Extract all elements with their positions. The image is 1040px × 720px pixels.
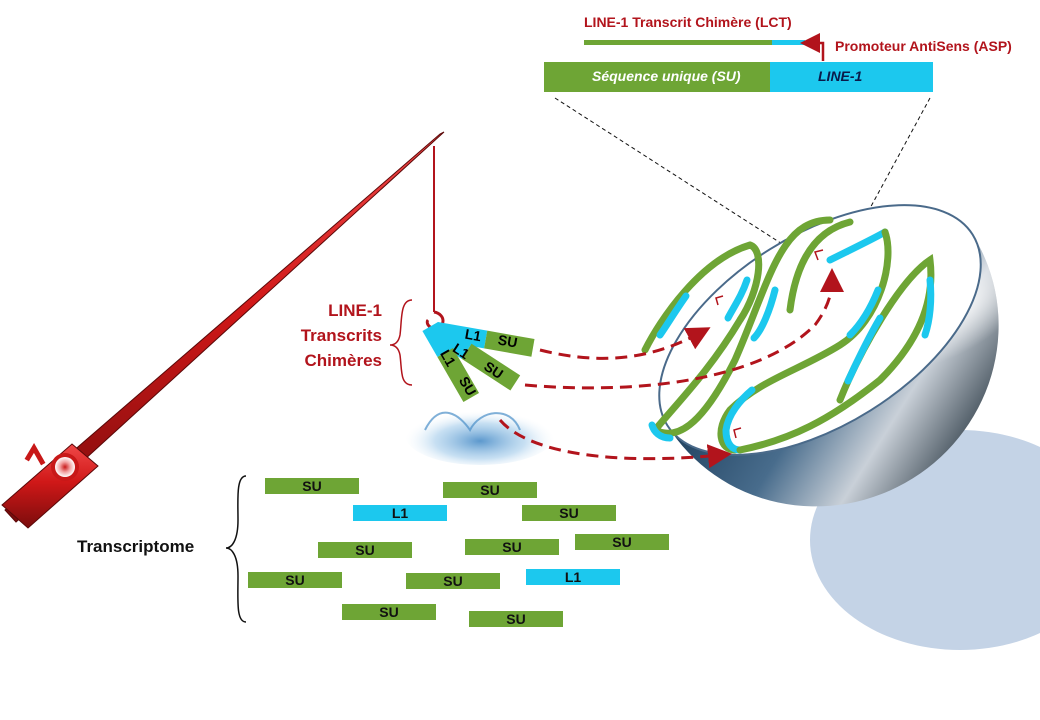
transcriptome-label: Transcriptome: [77, 537, 195, 556]
catch-title-line: LINE-1: [328, 301, 382, 320]
fragment-label: SU: [302, 478, 322, 494]
fragment-label: SU: [559, 505, 579, 521]
lct-label: LINE-1 Transcrit Chimère (LCT): [584, 14, 792, 30]
fragment-label: L1: [564, 569, 582, 585]
fragment-label: SU: [285, 572, 305, 588]
su-segment: [544, 62, 770, 92]
asp-label: Promoteur AntiSens (ASP): [835, 38, 1012, 54]
fragment-label: SU: [355, 542, 375, 558]
fragment-su: SU: [265, 478, 359, 494]
fragment-label: SU: [506, 611, 526, 627]
fragment-l1: L1: [353, 505, 447, 521]
fragment-su: SU: [342, 604, 436, 620]
dashed-arrows: [498, 268, 844, 469]
catch-title: LINE-1 Transcrits Chimères: [300, 298, 382, 373]
line1-segment-label: LINE-1: [818, 68, 863, 84]
rod-handle-grip: [24, 443, 46, 466]
fishing-rod: [1, 131, 445, 529]
su-segment-label: Séquence unique (SU): [592, 68, 741, 84]
fragment-label: SU: [443, 573, 463, 589]
fragment-label: SU: [502, 539, 522, 555]
fish-1-l1: L1: [463, 325, 483, 345]
bowl-transcripts: [641, 216, 935, 454]
fragment-label: SU: [612, 534, 632, 550]
fragment-su: SU: [248, 572, 342, 588]
catch-brace: [389, 299, 413, 386]
fragment-su: SU: [465, 539, 559, 555]
fragment-su: SU: [318, 542, 412, 558]
fragment-label: L1: [391, 505, 409, 521]
fragment-su: SU: [469, 611, 563, 627]
lct-su-line: [584, 40, 772, 45]
asp-promoter-arrow: [800, 33, 825, 61]
catch-title-line: Transcrits: [300, 326, 382, 345]
fragment-label: SU: [480, 482, 500, 498]
fragment-label: SU: [379, 604, 399, 620]
fragment-su: SU: [443, 482, 537, 498]
water-splash: [405, 405, 555, 465]
fragment-su: SU: [522, 505, 616, 521]
fragment-su: SU: [575, 534, 669, 550]
fragment-l1: L1: [526, 569, 620, 585]
fragment-su: SU: [406, 573, 500, 589]
caught-transcripts: [422, 322, 535, 403]
promoter-flags-bowl: [715, 249, 824, 439]
bowl: [658, 204, 999, 507]
lct-l1-line: [772, 40, 805, 45]
fish-1-su: SU: [496, 331, 519, 351]
catch-title-line: Chimères: [304, 351, 382, 370]
line1-segment: [770, 62, 933, 92]
transcriptome-brace: [225, 475, 247, 623]
